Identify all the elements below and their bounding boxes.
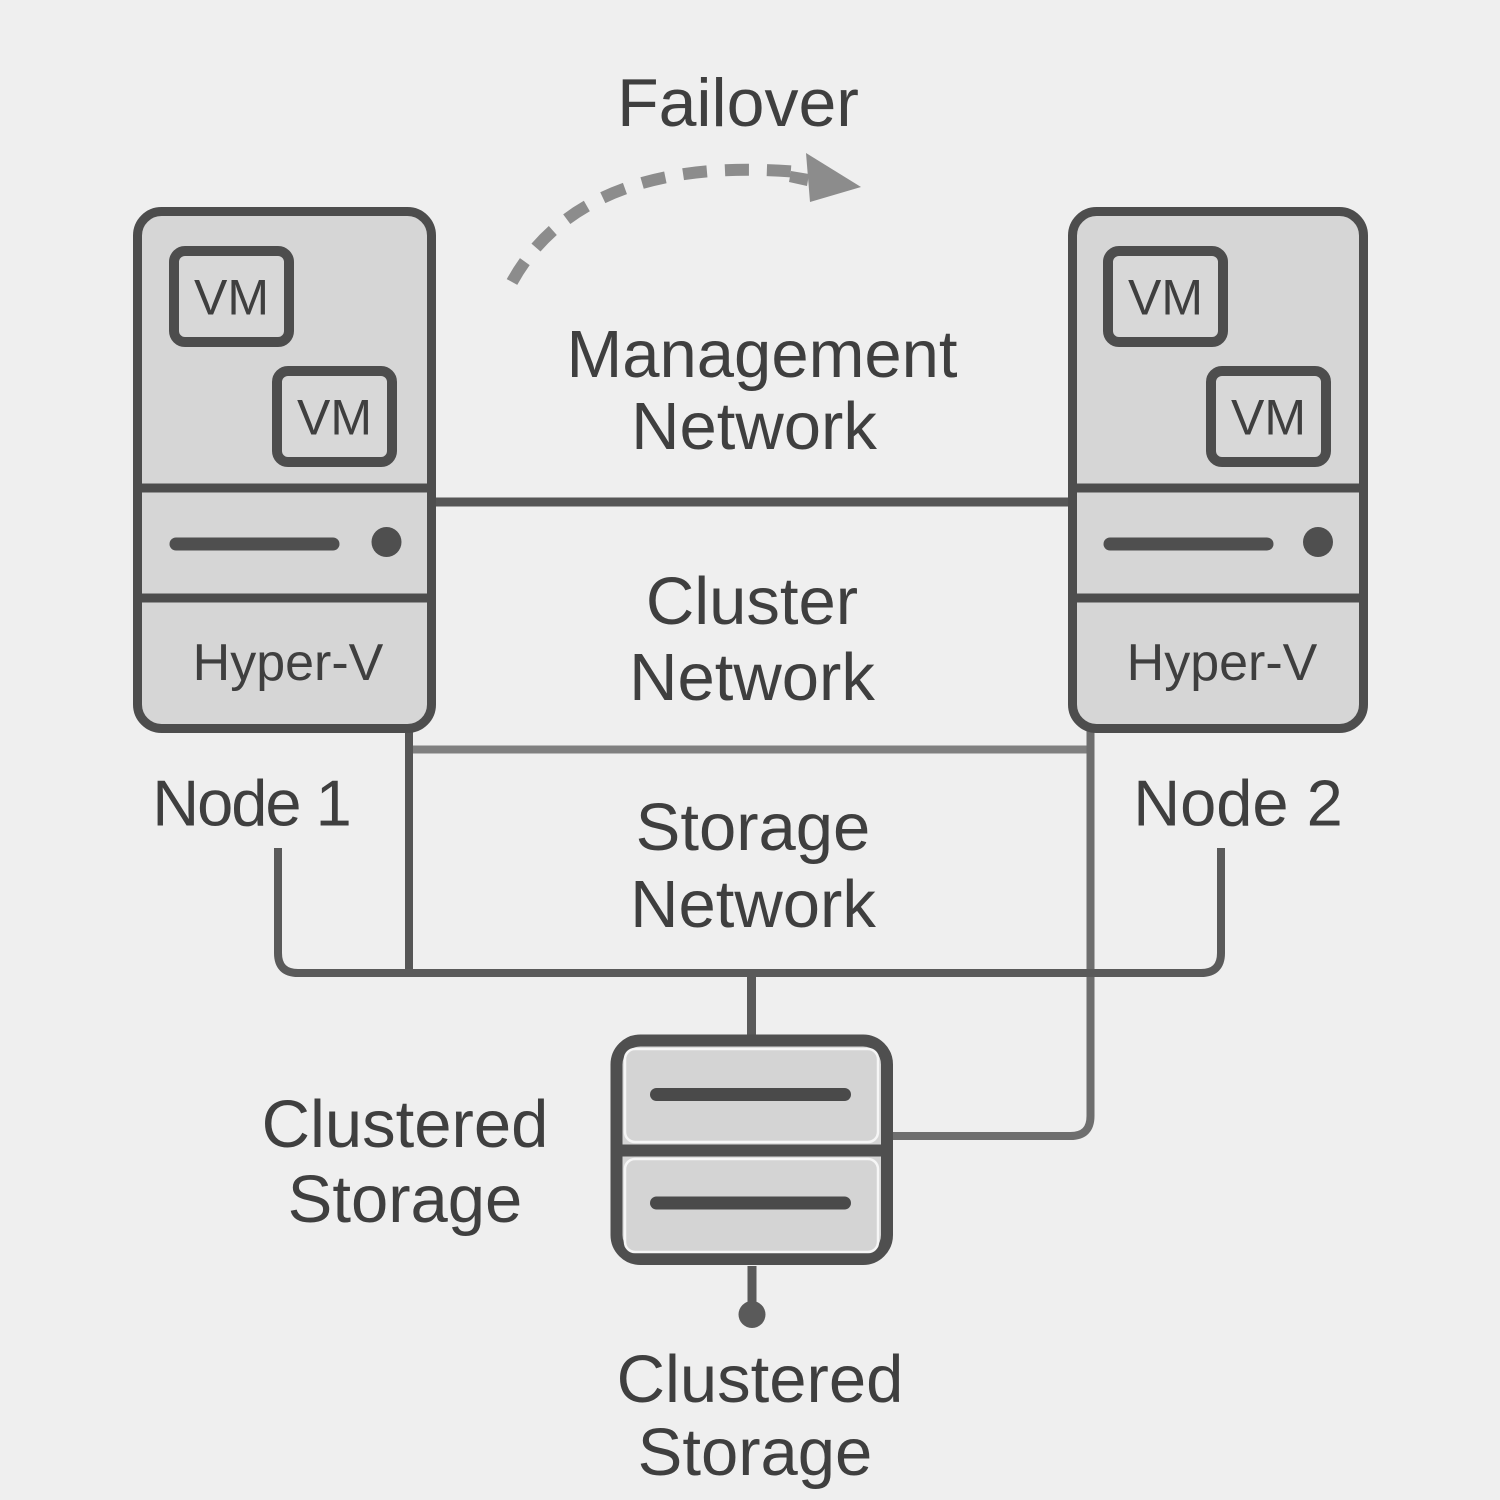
svg-text:Hyper-V: Hyper-V xyxy=(193,634,384,692)
svg-text:Network: Network xyxy=(629,640,875,715)
svg-text:VM: VM xyxy=(297,390,372,446)
svg-text:Network: Network xyxy=(631,389,877,464)
svg-text:Node 1: Node 1 xyxy=(152,767,350,840)
svg-text:Hyper-V: Hyper-V xyxy=(1127,634,1318,692)
svg-text:VM: VM xyxy=(1231,390,1306,446)
svg-text:Management: Management xyxy=(566,317,957,392)
svg-text:Node 2: Node 2 xyxy=(1133,767,1343,840)
svg-text:Clustered: Clustered xyxy=(262,1087,549,1162)
svg-text:Cluster: Cluster xyxy=(646,564,858,639)
svg-text:Storage: Storage xyxy=(288,1162,523,1237)
svg-text:Failover: Failover xyxy=(617,65,859,141)
svg-text:Storage: Storage xyxy=(638,1415,873,1490)
svg-text:VM: VM xyxy=(194,270,269,326)
svg-text:Clustered: Clustered xyxy=(617,1342,904,1417)
svg-text:VM: VM xyxy=(1128,270,1203,326)
svg-text:Network: Network xyxy=(630,867,876,942)
svg-text:Storage: Storage xyxy=(636,790,871,865)
